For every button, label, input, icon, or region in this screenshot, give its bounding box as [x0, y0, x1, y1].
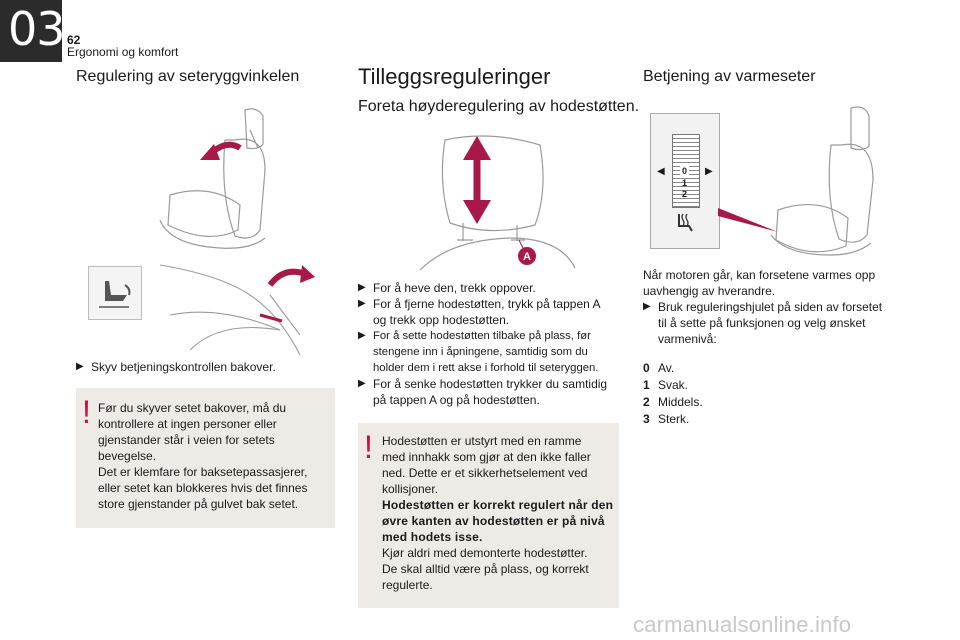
warning-bold-line: med hodets isse.: [382, 530, 483, 544]
list-item: ▶For å senke hodestøtten trykker du samt…: [358, 377, 608, 407]
list-item: ▶For å heve den, trekk oppover.: [358, 281, 536, 295]
backrest-seat-illustration: [159, 108, 266, 249]
bullet-arrow-icon: ▶: [76, 361, 84, 372]
warning-box-backrest: ! Før du skyver setet bakover, må du kon…: [76, 388, 335, 528]
list-item: ▶For å fjerne hodestøtten, trykk på tapp…: [358, 297, 601, 327]
warning-line: eller setet kan blokkeres hvis det finne…: [98, 481, 308, 495]
bullet-arrow-icon: ▶: [643, 301, 651, 312]
warning-bold-line: Hodestøtten er korrekt regulert når den: [382, 498, 614, 512]
dial-left-arrow-icon: ◀: [657, 166, 665, 177]
bullet-arrow-icon: ▶: [358, 298, 366, 309]
warning-line: kontrollere at ingen personer eller: [98, 417, 277, 431]
callout-a-label: A: [523, 251, 531, 263]
chapter-name: Ergonomi og komfort: [67, 45, 179, 59]
heating-instructions: ▶Bruk reguleringshjulet på siden av fors…: [643, 299, 908, 347]
warning-bold-line: øvre kanten av hodestøtten er på nivå: [382, 514, 605, 528]
warning-line: bevegelse.: [98, 449, 157, 463]
heated-seat-illustration: [718, 106, 874, 256]
intro-line: uavhengig av hverandre.: [643, 284, 776, 298]
dial-label: 0: [680, 166, 690, 176]
intro-line: Når motoren går, kan forsetene varmes op…: [643, 268, 876, 282]
warning-line: Kjør aldri med demonterte hodestøtter.: [382, 546, 588, 560]
warning-line: Det er klemfare for baksetepassasjerer,: [98, 465, 308, 479]
bullet-arrow-icon: ▶: [358, 282, 366, 293]
list-item: ▶For å sette hodestøtten tilbake på plas…: [358, 330, 599, 374]
warning-line: store gjenstander på gulvet bak setet.: [98, 497, 299, 511]
headrest-instructions: ▶For å heve den, trekk oppover. ▶For å f…: [358, 280, 628, 408]
bullet-arrow-icon: ▶: [358, 378, 366, 389]
warning-line: med innhakk som gjør at den ikke faller: [382, 450, 591, 464]
section-title-extra: Tilleggsreguleringer: [358, 64, 551, 89]
seat-heating-icon: [678, 213, 693, 232]
warning-line: ned. Dette er et sikkerhetselement ved: [382, 466, 588, 480]
chapter-tab: [0, 0, 62, 62]
headrest-illustration: A: [419, 135, 576, 271]
section-title-backrest: Regulering av seteryggvinkelen: [76, 68, 300, 85]
bullet-arrow-icon: ▶: [358, 330, 366, 341]
heating-intro: Når motoren går, kan forsetene varmes op…: [643, 267, 903, 299]
section-title-heated-seats: Betjening av varmeseter: [643, 68, 816, 85]
list-item: ▶Skyv betjeningskontrollen bakover.: [76, 360, 276, 374]
dial-label: 1: [682, 178, 688, 188]
subsection-title-headrest: Foreta høyderegulering av hodestøtten.: [358, 98, 640, 115]
warning-line: regulerte.: [382, 578, 433, 592]
warning-line: kollisjoner.: [382, 482, 439, 496]
warning-exclamation-icon: !: [364, 429, 373, 465]
list-item: ▶Bruk reguleringshjulet på siden av fors…: [643, 300, 883, 346]
warning-line: Hodestøtten er utstyrt med en ramme: [382, 434, 582, 448]
dial-right-arrow-icon: ▶: [705, 166, 713, 177]
warning-box-headrest: ! Hodestøtten er utstyrt med en ramme me…: [358, 423, 619, 608]
backrest-instructions: ▶Skyv betjeningskontrollen bakover.: [76, 359, 336, 375]
chapter-number: 03: [8, 2, 66, 56]
footer-watermark: carmanualsonline.info: [633, 612, 852, 637]
heating-dial-panel: ◀ ▶ 0 1 2: [650, 113, 720, 249]
dial-label: 2: [682, 189, 688, 199]
warning-exclamation-icon: !: [82, 394, 91, 430]
seat-control-icon: [88, 266, 142, 320]
warning-line: De skal alltid være på plass, og korrekt: [382, 562, 589, 576]
warning-line: Før du skyver setet bakover, må du: [98, 401, 287, 415]
page-number: 62: [67, 33, 81, 47]
warning-line: gjenstander står i veien for setets: [98, 433, 275, 447]
backrest-lever-illustration: [159, 264, 315, 355]
